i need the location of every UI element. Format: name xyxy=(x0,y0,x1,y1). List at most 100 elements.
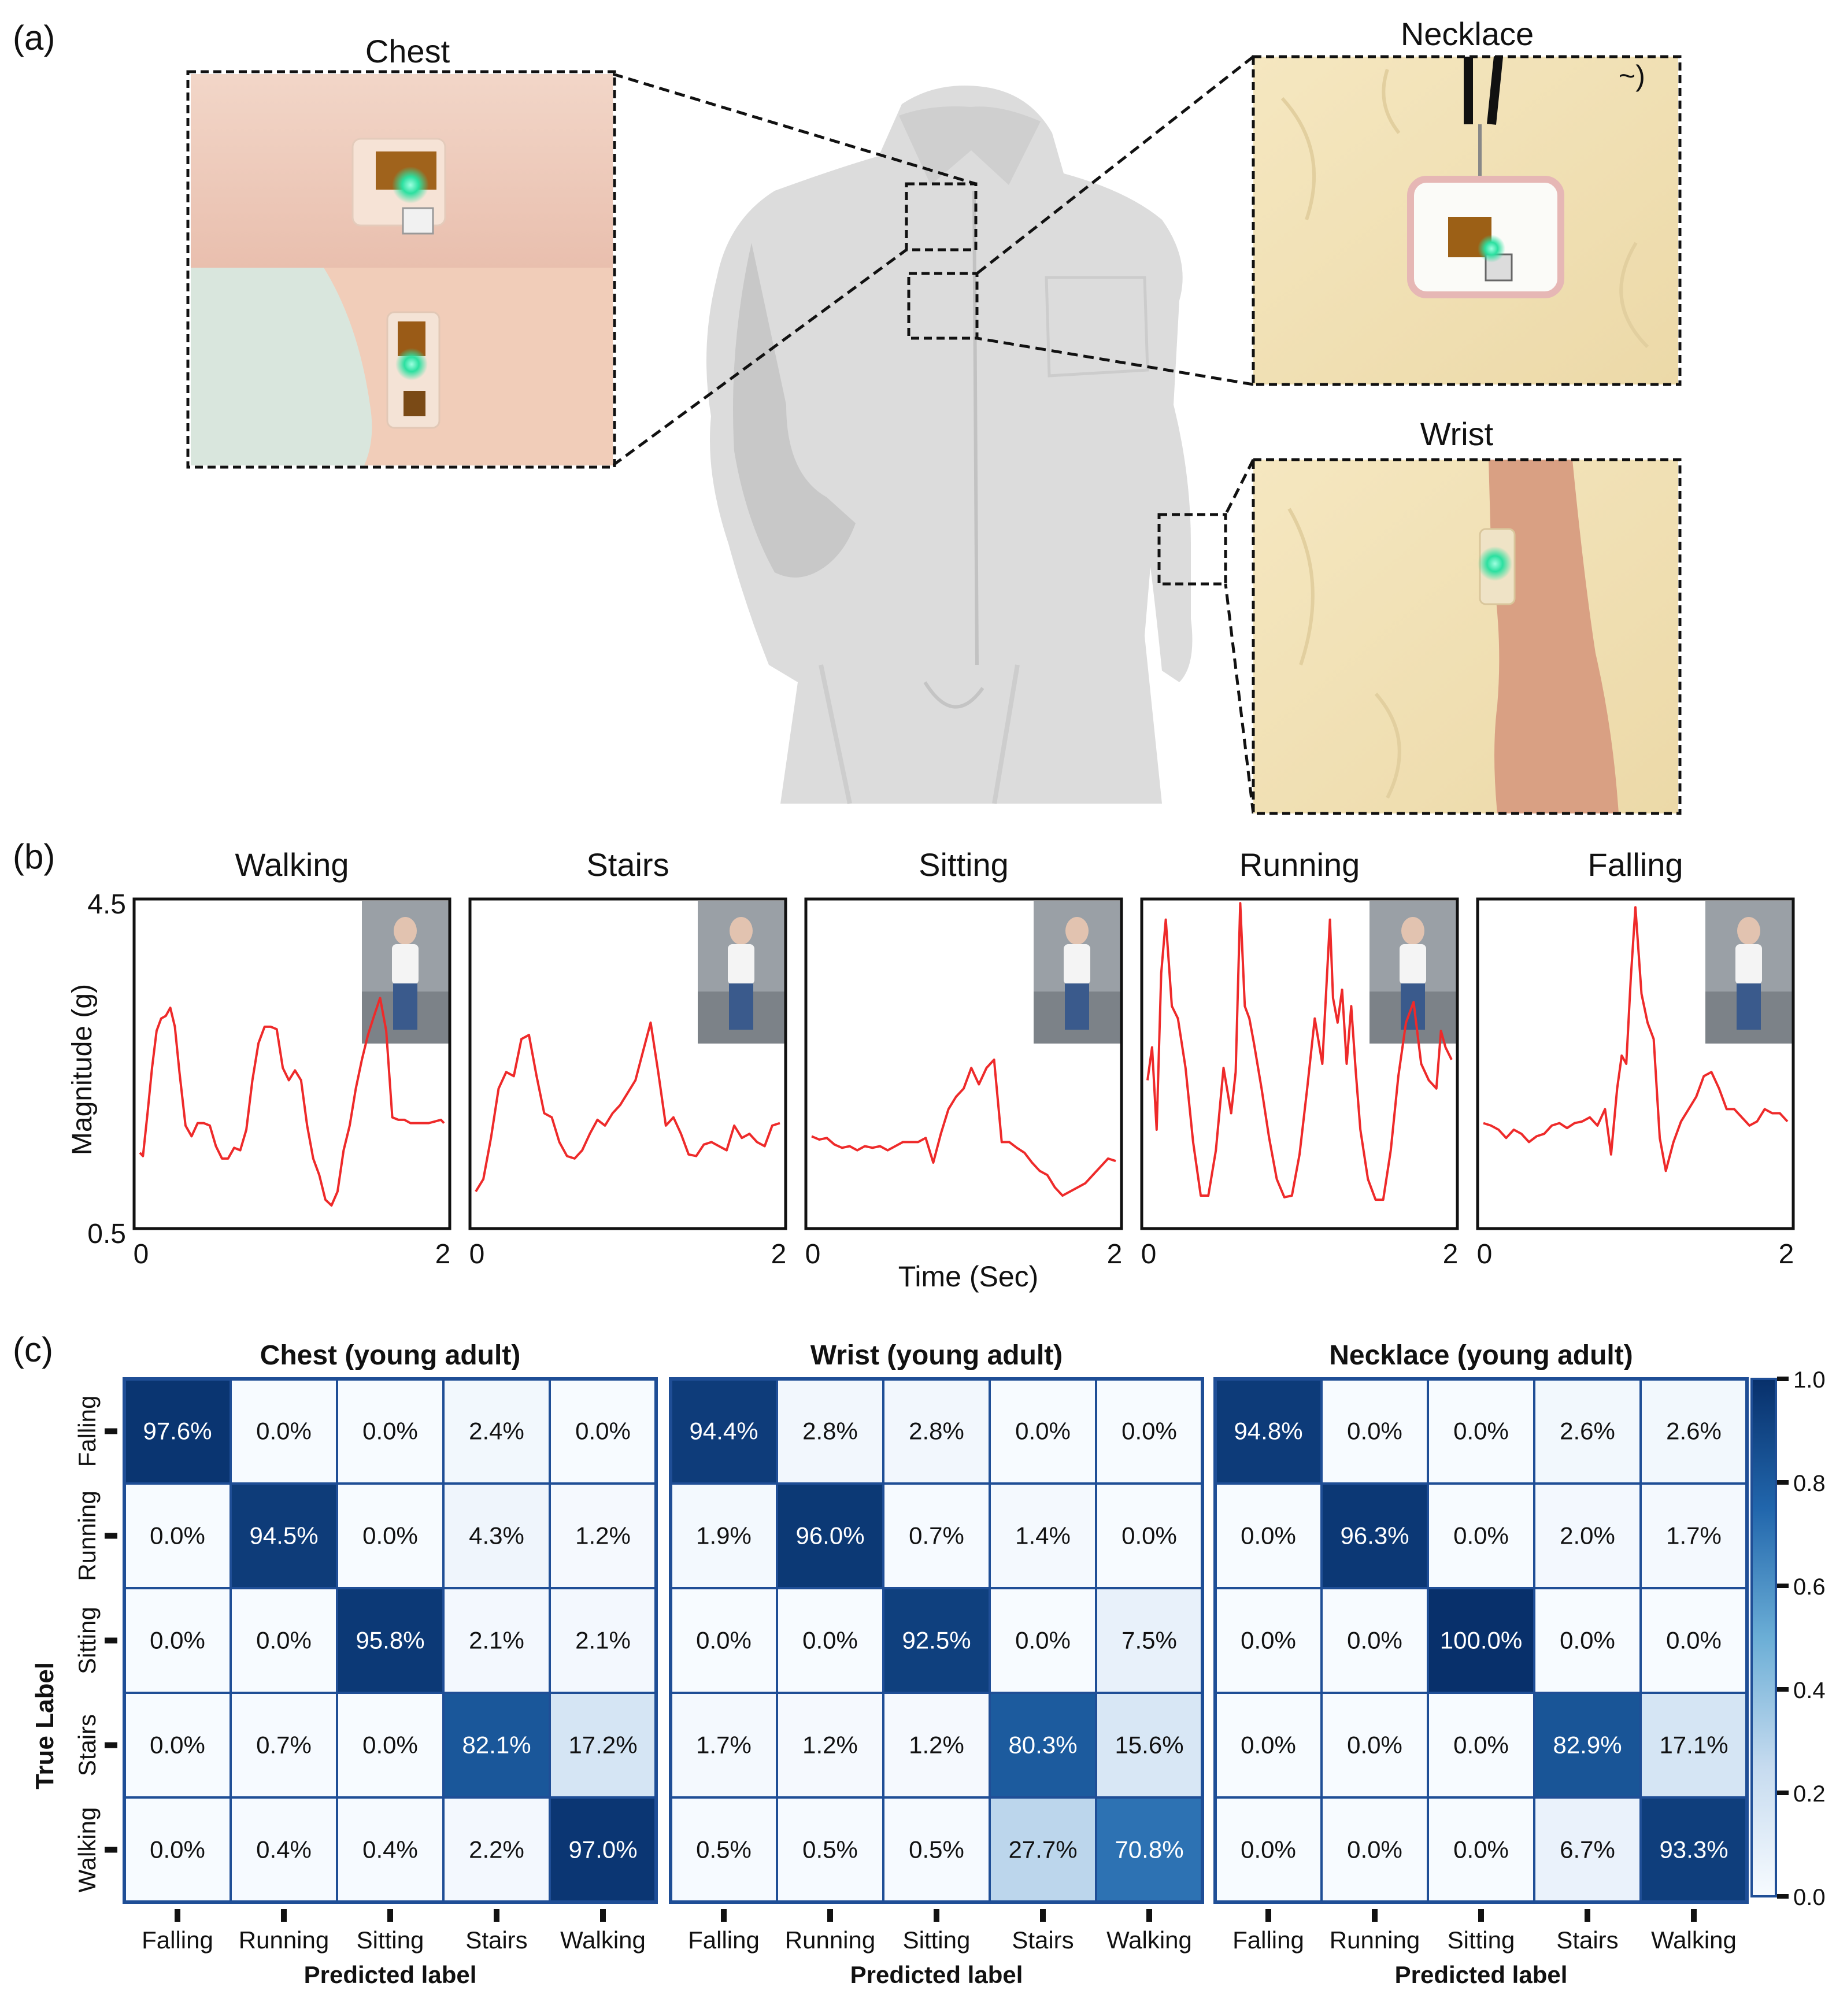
cell-value: 97.0% xyxy=(568,1836,637,1863)
cell-value: 94.4% xyxy=(689,1418,758,1445)
cell-value: 2.0% xyxy=(1560,1522,1615,1549)
matrix-cell xyxy=(669,1796,778,1903)
tick-mark xyxy=(494,1909,499,1922)
colorbar-tick-label: 0.2 xyxy=(1793,1781,1826,1807)
matrix-cell xyxy=(989,1692,1097,1799)
panel-label-b: (b) xyxy=(13,837,55,876)
cell-value: 1.2% xyxy=(909,1732,964,1759)
matrix-title: Wrist (young adult) xyxy=(810,1340,1063,1371)
matrix-cell xyxy=(549,1482,657,1589)
x-class-label: Running xyxy=(1330,1926,1420,1954)
matrix-cell xyxy=(669,1692,778,1799)
matrix-cell xyxy=(1320,1587,1429,1694)
cell-value: 1.2% xyxy=(802,1732,858,1759)
necklace-sensor-photo xyxy=(1253,56,1678,384)
matrix-cell xyxy=(989,1796,1097,1903)
cell-value: 0.0% xyxy=(256,1627,312,1654)
x-class-label: Falling xyxy=(688,1926,760,1954)
cell-value: 0.0% xyxy=(150,1627,205,1654)
predicted-label-axis: Predicted label xyxy=(850,1961,1023,1988)
x-class-label: Walking xyxy=(560,1926,646,1954)
cell-value: 0.7% xyxy=(909,1522,964,1549)
y-class-label: Falling xyxy=(73,1396,101,1467)
matrix-title: Necklace (young adult) xyxy=(1329,1340,1633,1371)
matrix-cell xyxy=(776,1378,884,1485)
tick-mark xyxy=(1040,1909,1046,1922)
matrix-cell xyxy=(549,1378,657,1485)
chest-marker-box xyxy=(905,182,978,251)
matrix-cell xyxy=(1427,1378,1535,1485)
predicted-label-axis: Predicted label xyxy=(304,1961,477,1988)
cell-value: 0.0% xyxy=(1241,1836,1296,1863)
colorbar-tick-label: 0.0 xyxy=(1793,1885,1826,1910)
activity-inset-photo xyxy=(1705,901,1792,1044)
cell-value: 0.0% xyxy=(1347,1836,1402,1863)
matrix-cell xyxy=(1320,1692,1429,1799)
matrix-cell xyxy=(989,1378,1097,1485)
x-tick-label: 2 xyxy=(1779,1239,1794,1270)
tick-mark xyxy=(105,1428,117,1434)
cell-value: 0.0% xyxy=(1560,1627,1615,1654)
cell-value: 1.4% xyxy=(1015,1522,1071,1549)
confusion-matrices: Chest (young adult)97.6%0.0%0.0%2.4%0.0%… xyxy=(73,1340,1749,1988)
cell-value: 0.0% xyxy=(362,1522,418,1549)
cell-value: 82.1% xyxy=(462,1732,531,1759)
matrix-cell xyxy=(882,1796,991,1903)
x-tick-label: 2 xyxy=(1443,1239,1459,1270)
cell-value: 0.0% xyxy=(362,1418,418,1445)
cell-value: 80.3% xyxy=(1008,1732,1077,1759)
cell-value: 2.2% xyxy=(469,1836,524,1863)
tick-mark xyxy=(105,1847,117,1853)
tick-mark xyxy=(1372,1909,1378,1922)
cell-value: 6.7% xyxy=(1560,1836,1615,1863)
activity-inset-photo xyxy=(698,901,784,1044)
cell-value: 0.0% xyxy=(1453,1418,1509,1445)
cell-value: 0.0% xyxy=(802,1627,858,1654)
chart-title: Running xyxy=(1239,846,1360,883)
matrix-cell xyxy=(989,1587,1097,1694)
matrix-cell xyxy=(549,1796,657,1903)
tick-mark xyxy=(600,1909,606,1922)
x-class-label: Running xyxy=(239,1926,329,1954)
x-tick-label: 0 xyxy=(805,1239,821,1270)
plot-frame xyxy=(1476,897,1795,1230)
chest-photo-frame xyxy=(186,70,616,469)
tick-mark xyxy=(721,1909,727,1922)
tick-mark xyxy=(1691,1909,1697,1922)
cell-value: 0.0% xyxy=(1347,1418,1402,1445)
cell-value: 95.8% xyxy=(356,1627,424,1654)
matrix-cell xyxy=(336,1378,445,1485)
cell-value: 0.0% xyxy=(150,1732,205,1759)
matrix-cell xyxy=(230,1796,338,1903)
confusion-matrix-1: Chest (young adult)97.6%0.0%0.0%2.4%0.0%… xyxy=(73,1340,658,1988)
chart-title: Sitting xyxy=(919,846,1009,883)
cell-value: 1.7% xyxy=(1666,1522,1722,1549)
cell-value: 0.0% xyxy=(1453,1836,1509,1863)
wrist-photo-frame xyxy=(1252,458,1682,815)
cell-value: 1.2% xyxy=(575,1522,631,1549)
cell-value: 82.9% xyxy=(1553,1732,1622,1759)
cell-value: 0.0% xyxy=(696,1627,752,1654)
matrix-cell xyxy=(1427,1587,1535,1694)
x-class-label: Sitting xyxy=(903,1926,971,1954)
cell-value: 27.7% xyxy=(1008,1836,1077,1863)
cell-value: 0.7% xyxy=(256,1732,312,1759)
series-line xyxy=(1146,902,1453,1201)
x-tick-label: 2 xyxy=(771,1239,787,1270)
cell-value: 2.1% xyxy=(575,1627,631,1654)
plot-frame xyxy=(1140,897,1459,1230)
matrix-cell xyxy=(1533,1378,1642,1485)
matrix-cell xyxy=(1095,1378,1204,1485)
matrix-cell xyxy=(882,1482,991,1589)
cell-value: 4.3% xyxy=(469,1522,524,1549)
chart-title: Stairs xyxy=(586,846,669,883)
cell-value: 17.2% xyxy=(568,1732,637,1759)
cell-value: 96.3% xyxy=(1340,1522,1409,1549)
wrist-marker-box xyxy=(1157,513,1227,586)
series-line xyxy=(475,1021,780,1192)
matrix-cell xyxy=(1427,1482,1535,1589)
x-tick-label: 0 xyxy=(1141,1239,1157,1270)
b-ytick-top: 4.5 xyxy=(87,889,126,920)
